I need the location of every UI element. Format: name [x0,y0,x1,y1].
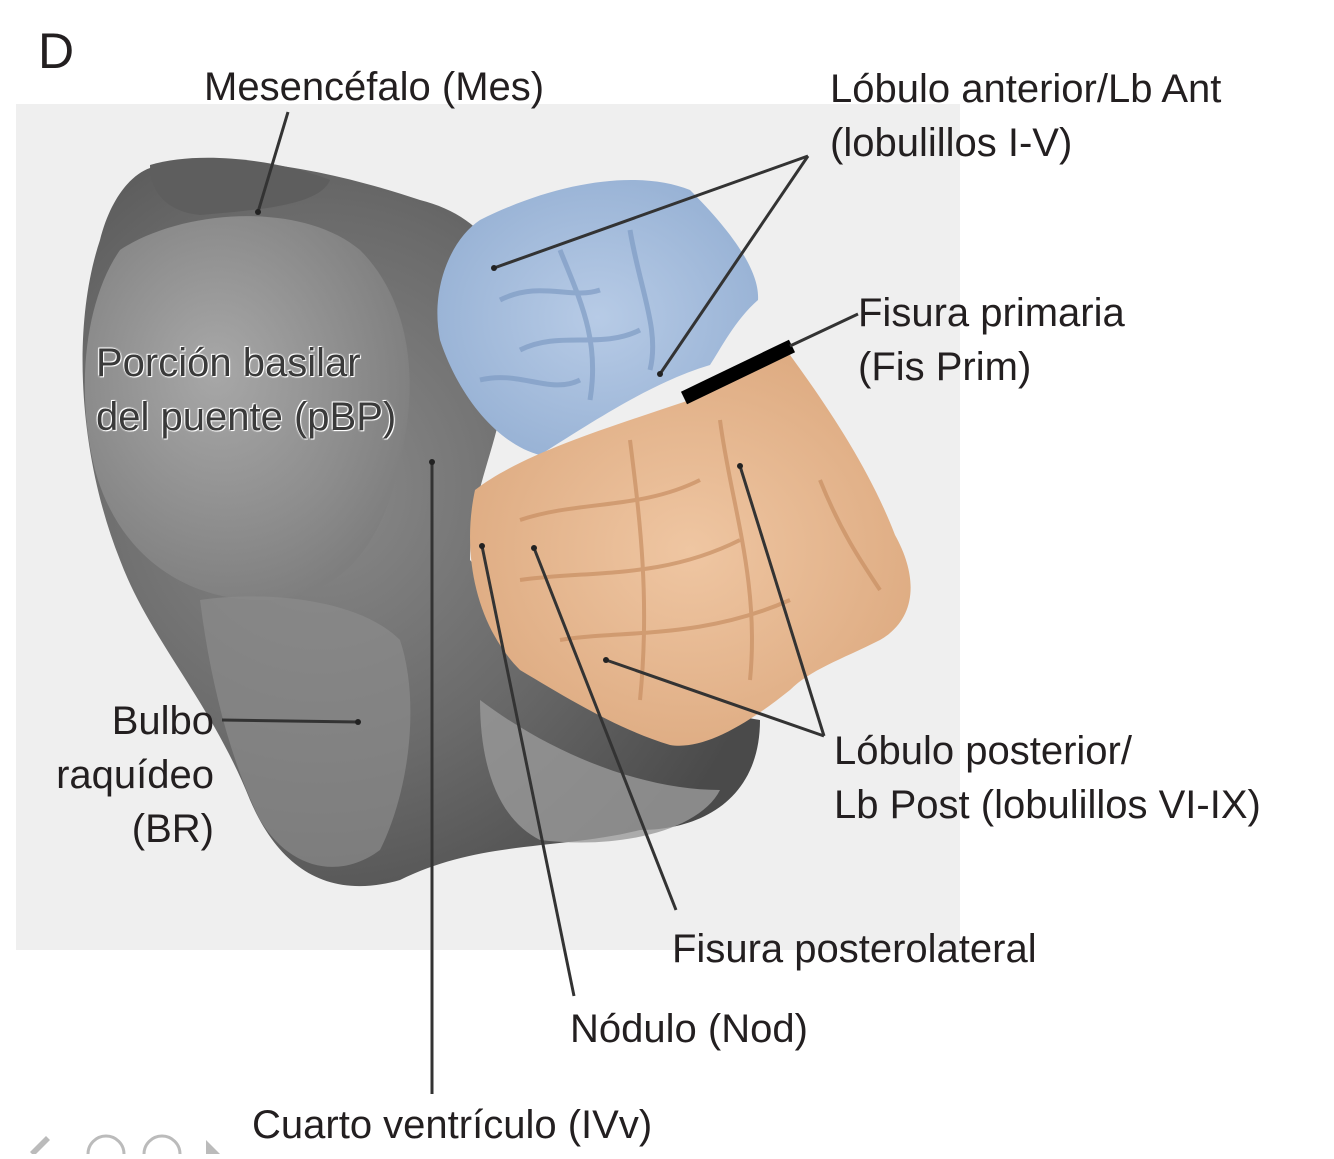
pons-region [84,216,410,600]
label-nodulo: Nódulo (Nod) [570,1007,808,1051]
label-porcion-basilar: Porción basilar del puente (pBP) [96,341,397,439]
circle-icon[interactable] [142,1134,182,1159]
panel-letter: D [38,23,75,79]
player-controls [20,1132,220,1159]
leader-dots [255,209,743,725]
label-bulbo: Bulbo raquídeo (BR) [56,699,214,851]
screen-icon[interactable] [86,1134,126,1159]
anterior-lobe [437,180,759,455]
posterior-lobe [470,355,911,746]
folia-lower [480,700,720,843]
anterior-lobe-folia [479,229,656,401]
next-arrow-icon[interactable] [206,1140,220,1154]
label-fisura-posterolateral: Fisura posterolateral [672,927,1037,971]
mesencephalon-region [150,157,330,215]
label-lobulo-anterior: Lóbulo anterior/Lb Ant (lobulillos I-V) [830,67,1222,165]
fissura-primaria-bar [680,339,796,405]
label-mesencefalo: Mesencéfalo (Mes) [204,65,545,109]
label-fisura-primaria: Fisura primaria (Fis Prim) [858,291,1125,389]
leader-lines [221,111,859,1094]
medulla-region [200,596,411,867]
label-cuarto-ventriculo: Cuarto ventrículo (IVv) [252,1103,653,1147]
edit-icon[interactable] [30,1136,50,1156]
label-lobulo-posterior: Lóbulo posterior/ Lb Post (lobulillos VI… [834,729,1261,827]
